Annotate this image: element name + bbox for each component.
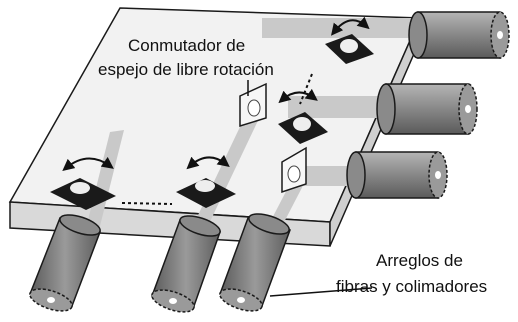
rotation-arrow-icon bbox=[186, 154, 230, 170]
arrays-label-line2: fibras y colimadores bbox=[336, 277, 487, 296]
mirror-left bbox=[50, 178, 116, 210]
mirror-center bbox=[176, 178, 236, 208]
collimator-bottom-right bbox=[219, 213, 291, 312]
callout-lines bbox=[247, 80, 373, 297]
collimator-right-middle bbox=[376, 83, 478, 135]
switch-label-line2: espejo de libre rotación bbox=[98, 60, 274, 79]
rotation-arrow-icon bbox=[62, 156, 114, 172]
mirror-top-right bbox=[325, 34, 374, 64]
collimator-bottom-center bbox=[151, 215, 221, 313]
mirror-raised-lower bbox=[281, 146, 307, 194]
mirror-middle-right bbox=[278, 112, 328, 144]
collimator-right-top bbox=[408, 11, 510, 59]
switch-label-line1: Conmutador de bbox=[128, 36, 245, 55]
mirror-raised-upper bbox=[239, 82, 267, 128]
collimator-right-bottom bbox=[346, 151, 448, 199]
collimator-bottom-left bbox=[28, 214, 101, 312]
rotation-arrow-icon bbox=[330, 16, 370, 36]
arrays-label-line1: Arreglos de bbox=[376, 251, 463, 270]
rotation-arrow-icon bbox=[278, 88, 318, 104]
